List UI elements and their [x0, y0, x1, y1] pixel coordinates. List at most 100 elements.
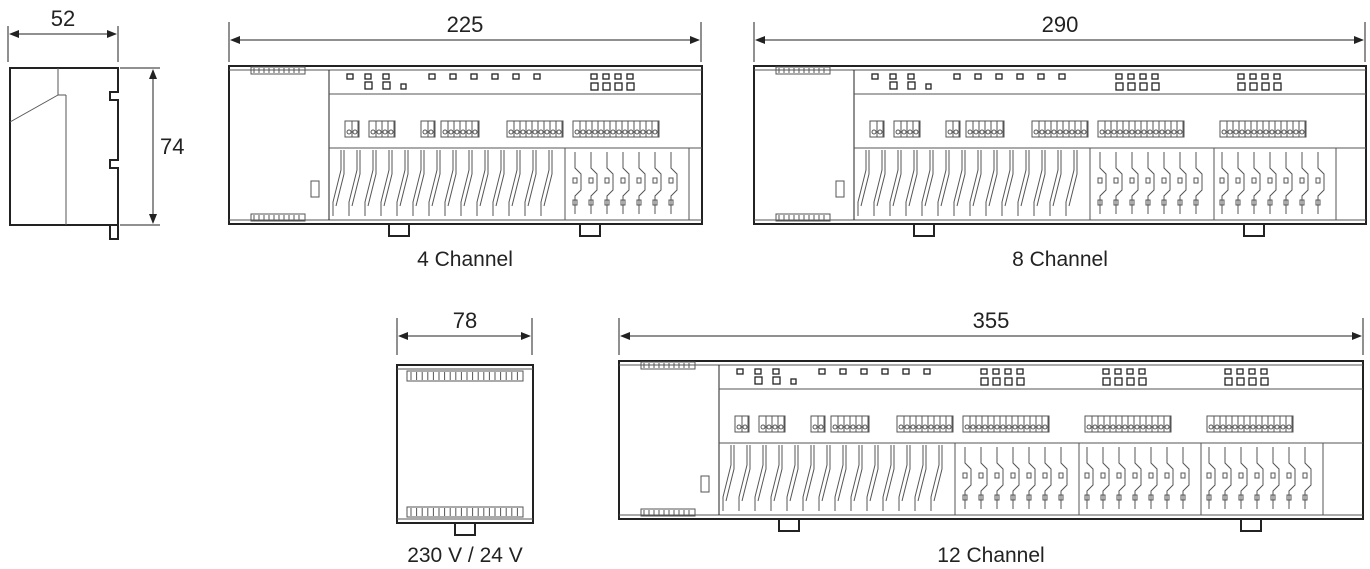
led-indicator — [1138, 377, 1147, 386]
led-indicator — [1151, 73, 1159, 80]
led-indicator — [1126, 377, 1135, 386]
led-indicator — [1004, 368, 1012, 375]
vent-strip — [250, 66, 306, 75]
side-clip — [109, 224, 119, 240]
led-indicator — [1126, 368, 1134, 375]
ch4-unit-drawing — [228, 65, 703, 237]
din-clip — [1240, 518, 1262, 532]
din-clip — [778, 518, 800, 532]
led-indicator — [1114, 368, 1122, 375]
led-indicator — [1102, 377, 1111, 386]
din-clip — [579, 223, 601, 237]
led-indicator — [1236, 368, 1244, 375]
led-indicator — [1114, 377, 1123, 386]
vent-strip — [640, 361, 696, 370]
psu-module: 78 230 V / 24 V — [396, 308, 534, 567]
psu-width-label: 78 — [453, 308, 477, 333]
led-indicator — [590, 82, 599, 91]
led-indicator — [626, 73, 634, 80]
led-indicator — [953, 73, 961, 80]
led-indicator — [992, 377, 1001, 386]
led-indicator — [346, 73, 354, 80]
led-indicator — [1248, 377, 1257, 386]
led-indicator — [1139, 73, 1147, 80]
led-indicator — [925, 83, 932, 90]
led-indicator — [995, 73, 1003, 80]
led-indicator — [382, 73, 390, 80]
led-indicator — [1127, 82, 1136, 91]
din-clip — [388, 223, 410, 237]
psu-caption: 230 V / 24 V — [407, 544, 523, 567]
ch8-module: 290 8 Channel — [753, 12, 1367, 271]
side-height-label: 74 — [160, 134, 184, 159]
led-indicator — [1004, 377, 1013, 386]
ch4-module: 225 4 Channel — [228, 12, 703, 271]
ch12-unit-drawing — [618, 360, 1364, 532]
vent-strip — [775, 66, 831, 75]
fuse-window — [835, 180, 845, 198]
ch8-width-label: 290 — [1042, 12, 1079, 37]
fuse-window — [700, 475, 710, 493]
led-indicator — [992, 368, 1000, 375]
led-indicator — [470, 73, 478, 80]
led-indicator — [860, 368, 868, 375]
led-indicator — [1237, 73, 1245, 80]
side-width-label: 52 — [51, 6, 75, 31]
led-indicator — [512, 73, 520, 80]
led-indicator — [1037, 73, 1045, 80]
led-indicator — [382, 81, 391, 90]
led-indicator — [1058, 73, 1066, 80]
ch8-unit-drawing — [753, 65, 1367, 237]
din-clip — [1243, 223, 1265, 237]
led-indicator — [533, 73, 541, 80]
led-indicator — [1139, 82, 1148, 91]
led-indicator — [1261, 73, 1269, 80]
led-indicator — [602, 73, 610, 80]
led-indicator — [1224, 377, 1233, 386]
led-indicator — [907, 73, 915, 80]
led-indicator — [602, 82, 611, 91]
led-indicator — [400, 83, 407, 90]
ch12-caption: 12 Channel — [937, 544, 1044, 567]
led-indicator — [889, 73, 897, 80]
led-indicator — [1260, 377, 1269, 386]
side-view: 52 74 — [7, 6, 184, 240]
led-indicator — [1261, 82, 1270, 91]
led-indicator — [1016, 368, 1024, 375]
led-indicator — [590, 73, 598, 80]
terminal-block — [1031, 120, 1089, 138]
led-indicator — [1115, 73, 1123, 80]
led-indicator — [980, 368, 988, 375]
ch4-width-label: 225 — [447, 12, 484, 37]
led-indicator — [1102, 368, 1110, 375]
led-indicator — [626, 82, 635, 91]
led-indicator — [980, 377, 989, 386]
led-indicator — [1016, 73, 1024, 80]
side-body-outline — [9, 67, 119, 226]
terminal-block — [506, 120, 564, 138]
led-indicator — [428, 73, 436, 80]
led-indicator — [889, 81, 898, 90]
led-indicator — [839, 368, 847, 375]
ch8-caption: 8 Channel — [1012, 248, 1108, 271]
led-indicator — [1236, 377, 1245, 386]
led-indicator — [364, 81, 373, 90]
led-indicator — [1151, 82, 1160, 91]
led-indicator — [754, 368, 762, 375]
vent-strip — [775, 213, 831, 222]
led-indicator — [871, 73, 879, 80]
led-indicator — [449, 73, 457, 80]
psu-housing — [396, 364, 534, 524]
led-indicator — [1248, 368, 1256, 375]
unit-housing — [753, 65, 1367, 225]
led-indicator — [1273, 82, 1282, 91]
led-indicator — [1273, 73, 1281, 80]
led-indicator — [614, 82, 623, 91]
ch12-width-label: 355 — [973, 308, 1010, 333]
led-indicator — [736, 368, 744, 375]
ch12-module: 355 12 Channel — [618, 308, 1364, 567]
unit-housing — [618, 360, 1364, 520]
led-indicator — [1138, 368, 1146, 375]
led-indicator — [1016, 377, 1025, 386]
led-indicator — [974, 73, 982, 80]
